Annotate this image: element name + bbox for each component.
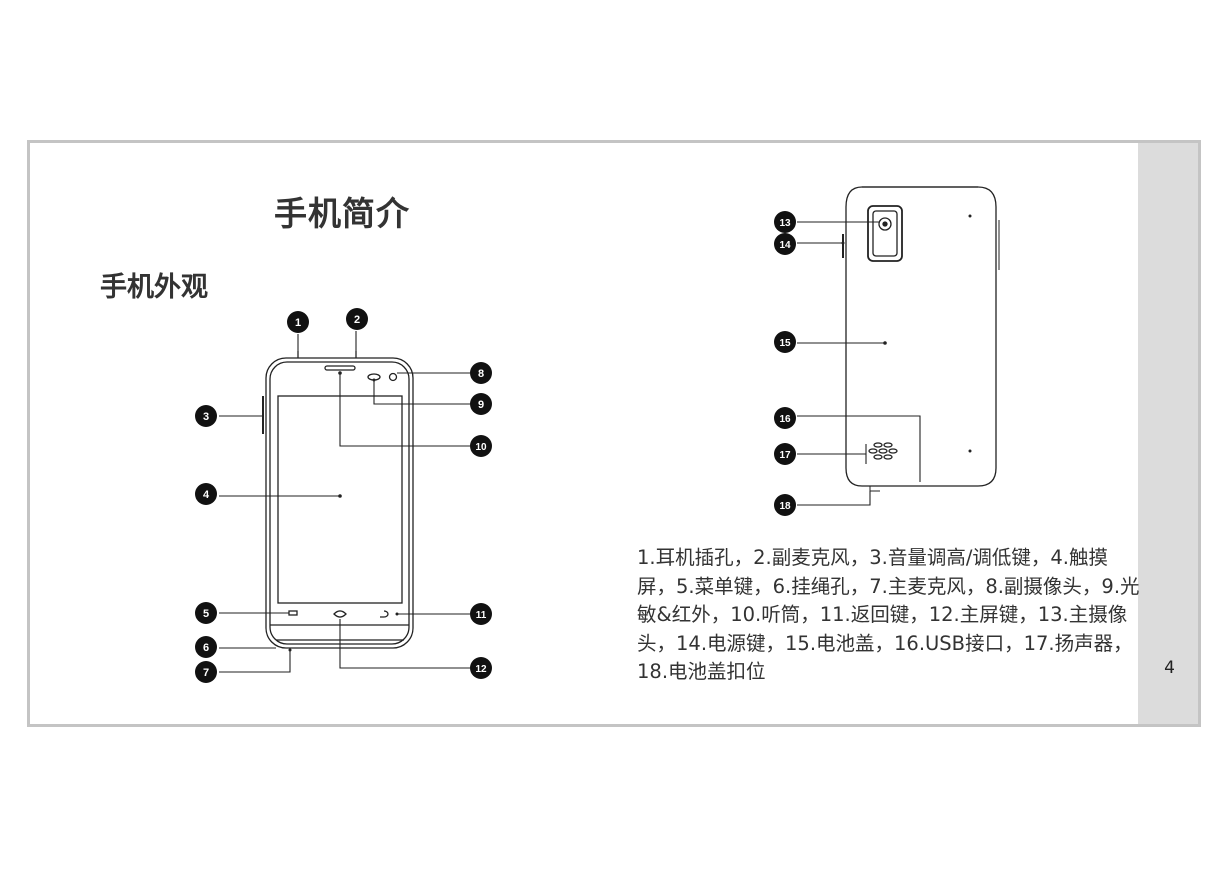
callout-3: 3 <box>195 405 217 427</box>
callout-9: 9 <box>470 393 492 415</box>
svg-text:14: 14 <box>779 240 791 251</box>
camera-icon <box>867 205 903 262</box>
callout-11: 11 <box>470 603 492 625</box>
svg-text:1: 1 <box>295 317 301 329</box>
leader-dots <box>288 214 972 652</box>
svg-text:8: 8 <box>478 368 484 380</box>
back-phone-outline <box>842 186 1000 492</box>
callout-12: 12 <box>470 657 492 679</box>
front-phone-outline <box>262 351 414 649</box>
svg-text:15: 15 <box>779 338 791 349</box>
callout-17: 17 <box>774 443 796 465</box>
svg-text:2: 2 <box>354 314 360 326</box>
callout-10: 10 <box>470 435 492 457</box>
svg-text:7: 7 <box>203 667 209 679</box>
menu-key-icon <box>288 610 298 616</box>
svg-text:17: 17 <box>779 450 791 461</box>
section-title: 手机外观 <box>100 272 208 303</box>
side-strip: 4 <box>1138 143 1198 724</box>
svg-text:5: 5 <box>203 608 209 620</box>
svg-text:16: 16 <box>779 414 791 425</box>
back-leader-lines <box>797 221 921 506</box>
callout-2: 2 <box>346 308 368 330</box>
svg-text:3: 3 <box>203 411 209 423</box>
callout-16: 16 <box>774 407 796 429</box>
parts-description: 1.耳机插孔，2.副麦克风，3.音量调高/调低键，4.触摸屏，5.菜单键，6.挂… <box>637 546 1140 683</box>
svg-text:4: 4 <box>203 489 210 501</box>
manual-page: 4 手机简介 手机外观 1.耳机插孔，2.副麦克风，3.音量调高/调低键，4.触… <box>27 140 1201 727</box>
page-title: 手机简介 <box>274 194 410 233</box>
back-key-icon <box>380 610 389 618</box>
svg-text:11: 11 <box>476 610 487 621</box>
svg-text:12: 12 <box>475 664 487 675</box>
svg-text:18: 18 <box>779 501 791 512</box>
speaker-grille-icon <box>868 442 898 460</box>
callout-4: 4 <box>195 483 217 505</box>
callout-15: 15 <box>774 331 796 353</box>
svg-text:13: 13 <box>779 218 791 229</box>
svg-text:9: 9 <box>478 399 484 411</box>
svg-text:10: 10 <box>475 442 487 453</box>
front-leader-lines <box>219 331 470 673</box>
callout-1: 1 <box>287 311 309 333</box>
callout-13: 13 <box>774 211 796 233</box>
home-key-icon <box>333 610 347 618</box>
svg-text:6: 6 <box>203 642 209 654</box>
callout-14: 14 <box>774 233 796 255</box>
callout-7: 7 <box>195 661 217 683</box>
callout-6: 6 <box>195 636 217 658</box>
callout-8: 8 <box>470 362 492 384</box>
callout-18: 18 <box>774 494 796 516</box>
page-number: 4 <box>1164 658 1175 678</box>
callout-5: 5 <box>195 602 217 624</box>
